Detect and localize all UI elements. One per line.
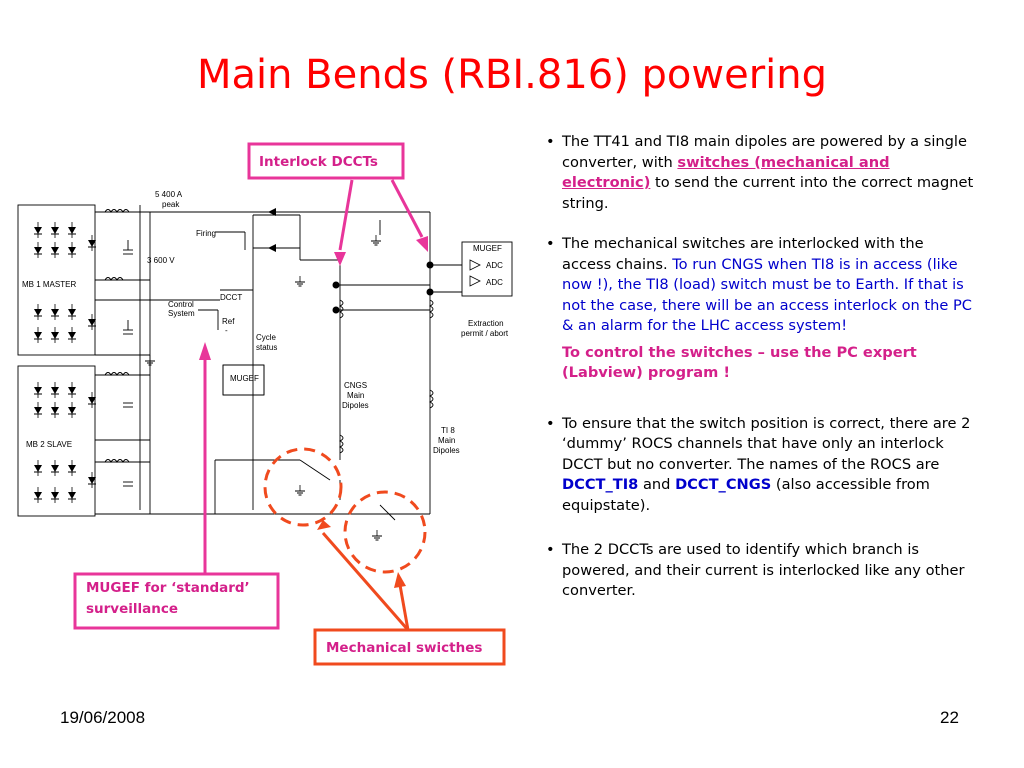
bullet-item-rocs-channels: • To ensure that the switch position is … xyxy=(546,414,971,514)
slide-title: Main Bends (RBI.816) powering xyxy=(196,52,828,98)
rocs-name-cngs: DCCT_CNGS xyxy=(675,476,772,493)
interlock-dccts-callout: Interlock DCCTs xyxy=(247,142,428,266)
labview-instruction: To control the switches – use the PC exp… xyxy=(562,343,917,382)
powering-circuit-diagram: 5 400 A peak Firing 3 600 V MB 1 MASTER … xyxy=(17,142,513,666)
system-label: System xyxy=(168,309,195,318)
mb1-master-label: MB 1 MASTER xyxy=(22,280,76,289)
bullet-dot: • xyxy=(546,541,555,558)
mugef-callout-line1: MUGEF for ‘standard’ xyxy=(86,580,250,596)
ref-label: Ref xyxy=(222,317,235,326)
voltage-label: 3 600 V xyxy=(147,256,175,265)
cngs-dipoles-label: Dipoles xyxy=(342,401,369,410)
bullet-dot: • xyxy=(546,235,555,252)
peak-current-label: 5 400 A xyxy=(155,190,183,199)
bullet-item-access-chains: • The mechanical switches are interlocke… xyxy=(546,235,972,335)
permit-abort-label: permit / abort xyxy=(461,329,509,338)
status-label: status xyxy=(256,343,277,352)
bullet-dot: • xyxy=(546,414,555,432)
peak-label: peak xyxy=(162,200,180,209)
control-label: Control xyxy=(168,300,194,309)
cycle-label: Cycle xyxy=(256,333,277,342)
access-warning-text: To run CNGS when TI8 is in access (like … xyxy=(562,255,972,335)
extraction-label: Extraction xyxy=(468,319,504,328)
ti8-dipoles-label: Dipoles xyxy=(433,446,460,455)
mugef-surveillance-callout: MUGEF for ‘standard’ surveillance xyxy=(73,342,280,630)
mugef-right-label: MUGEF xyxy=(473,244,502,253)
bullet-list: • The TT41 and TI8 main dipoles are powe… xyxy=(536,132,976,602)
mugef-box-label: MUGEF xyxy=(230,374,259,383)
mechanical-switches-text: Mechanical swicthes xyxy=(326,640,482,656)
mechanical-switch-highlights xyxy=(263,447,427,631)
footer-date: 19/06/2008 xyxy=(60,708,146,727)
mb2-slave-label: MB 2 SLAVE xyxy=(26,440,72,449)
thyristors xyxy=(268,208,276,252)
mugef-callout-line2: surveillance xyxy=(86,601,178,617)
firing-label: Firing xyxy=(196,229,216,238)
mb2-slave-block xyxy=(17,365,96,517)
dcct-label: DCCT xyxy=(220,293,242,302)
bullet-item-dccts: • The 2 DCCTs are used to identify which… xyxy=(546,541,965,599)
ref-dash-label: - xyxy=(225,326,228,335)
adc-label-1: ADC xyxy=(486,261,503,270)
adc-label-2: ADC xyxy=(486,278,503,287)
cngs-main-label: Main xyxy=(347,391,364,400)
ti8-label: TI 8 xyxy=(441,426,455,435)
rocs-name-ti8: DCCT_TI8 xyxy=(562,476,639,493)
cngs-label: CNGS xyxy=(344,381,367,390)
mechanical-switches-callout: Mechanical swicthes xyxy=(313,628,506,666)
bullet-dot: • xyxy=(546,133,555,150)
ti8-main-label: Main xyxy=(438,436,455,445)
mugef-control-box xyxy=(222,364,265,396)
bullet-item-converter: • The TT41 and TI8 main dipoles are powe… xyxy=(546,133,974,212)
switches-link: switches (mechanical and electronic) xyxy=(562,153,890,192)
interlock-dccts-text: Interlock DCCTs xyxy=(259,154,378,170)
page-number: 22 xyxy=(940,708,959,727)
